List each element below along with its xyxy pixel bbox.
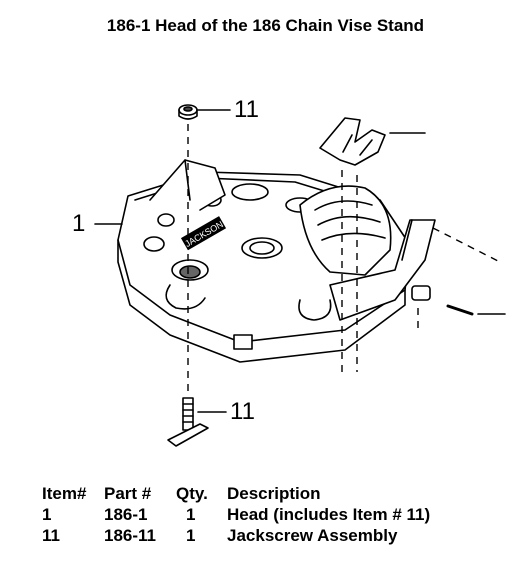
cell-description: Jackscrew Assembly (227, 526, 398, 545)
cell-part: 186-1 (104, 505, 148, 524)
table-row: 1 186-1 1 Head (includes Item # 11) (42, 505, 430, 526)
callout-screw: 11 (230, 398, 255, 425)
sprocket-block (299, 185, 392, 276)
page-title: 186-1 Head of the 186 Chain Vise Stand (106, 16, 425, 35)
parts-table: Item# Part # Qty. Description 1 186-1 1 … (42, 484, 430, 547)
cell-description: Head (includes Item # 11) (227, 505, 431, 524)
cell-part: 186-11 (104, 526, 156, 545)
header-description: Description (227, 484, 321, 503)
jackscrew (182, 397, 194, 431)
cell-item: 1 (42, 505, 52, 524)
callout-nut: 11 (234, 96, 259, 123)
header-item: Item# (42, 484, 87, 503)
exploded-diagram: JACKSON (94, 104, 506, 447)
table-row: 11 186-11 1 Jackscrew Assembly (42, 526, 430, 547)
cell-item: 11 (42, 526, 60, 545)
cell-qty: 1 (186, 505, 196, 524)
cell-qty: 1 (186, 526, 196, 545)
header-part: Part # (104, 484, 152, 503)
header-qty: Qty. (176, 484, 208, 503)
parts-table-header: Item# Part # Qty. Description (42, 484, 430, 505)
callout-head: 1 (72, 210, 86, 237)
